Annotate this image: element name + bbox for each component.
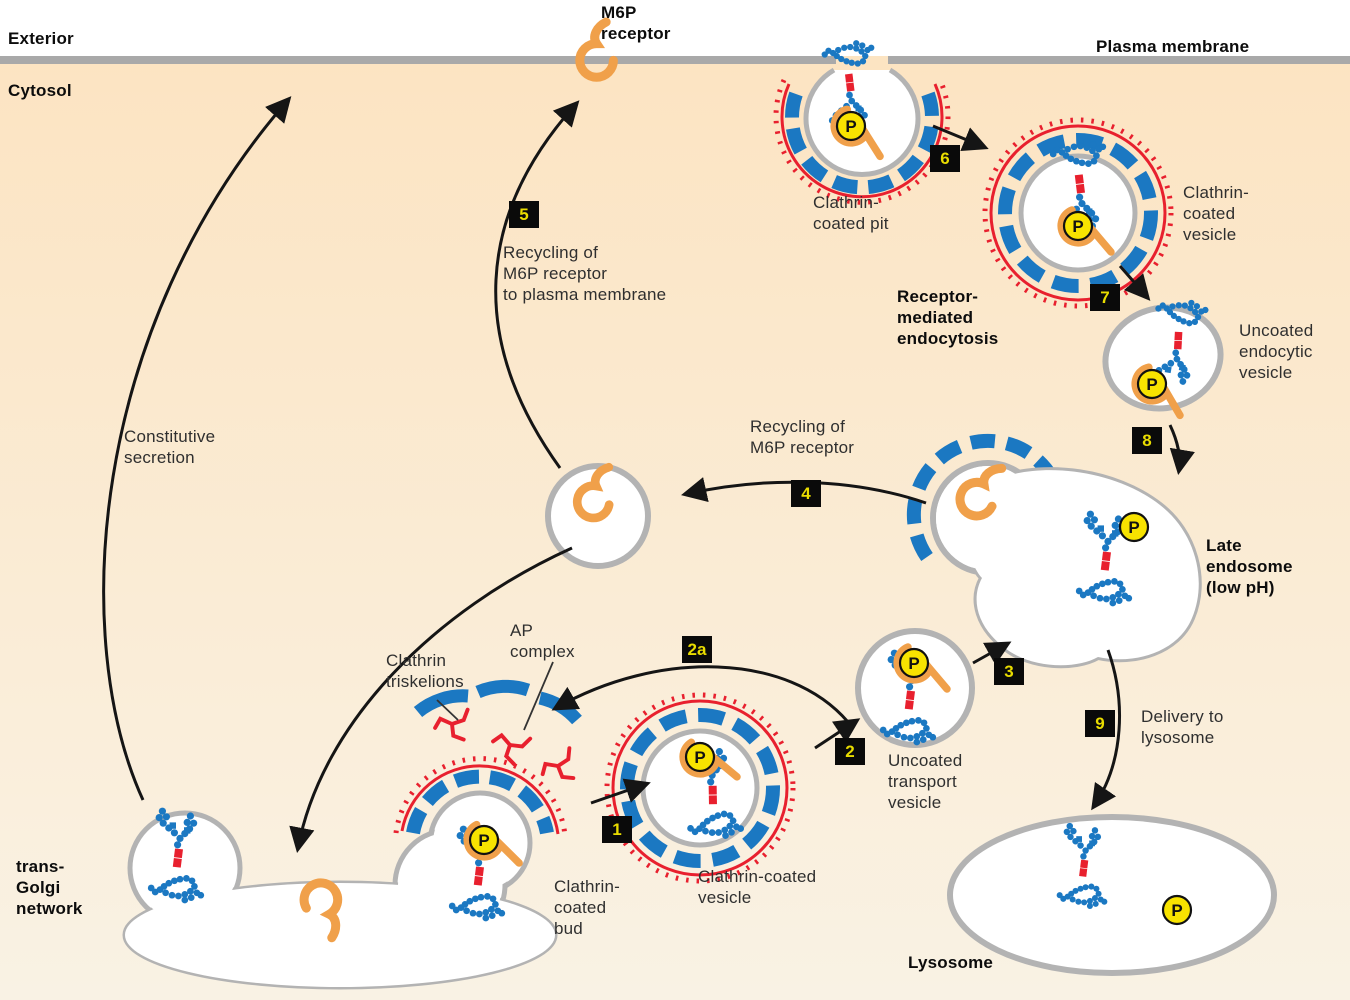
phosphate-icon [684, 741, 716, 773]
step-badge-3: 3 [994, 658, 1024, 685]
lysosome-organelle [947, 814, 1277, 976]
arrow-constitutive-secretion [102, 96, 292, 801]
recycling-vesicle [545, 463, 651, 569]
clathrin-coated-vesicle-bottom-label: Clathrin-coated vesicle [698, 867, 817, 907]
step-badge-5: 5 [509, 201, 539, 228]
step-badge-9: 9 [1085, 710, 1115, 737]
cytosol-label: Cytosol [8, 81, 72, 100]
trans-golgi-network-label: trans- Golgi network [16, 857, 83, 918]
clathrin-triskelions-label: Clathrin triskelions [386, 651, 464, 691]
uncoated-transport-vesicle [855, 628, 975, 748]
phosphate-label: P [478, 831, 489, 850]
step-badge-1: 1 [602, 816, 632, 843]
recycling-to-plasma-membrane-label: Recycling of M6P receptor to plasma memb… [503, 243, 667, 304]
phosphate-icon [1161, 894, 1193, 926]
constitutive-secretion-label: Constitutive secretion [124, 427, 216, 467]
exterior-label: Exterior [8, 29, 74, 48]
uncoated-endocytic-vesicle-label: Uncoated endocytic vesicle [1239, 321, 1314, 382]
arrow-step7 [1118, 265, 1151, 301]
phosphate-label: P [1128, 518, 1139, 537]
plasma-membrane-label: Plasma membrane [1096, 37, 1250, 56]
phosphate-icon [1136, 368, 1168, 400]
arrow-step2a [551, 665, 850, 723]
step-badge-2: 2 [835, 738, 865, 765]
pointer-ap-complex [523, 661, 554, 731]
late-endosome-label: Late endosome (low pH) [1206, 536, 1293, 597]
plasma-membrane-line [0, 56, 1350, 64]
phosphate-label: P [1072, 217, 1083, 236]
pathway-arrows [102, 96, 1195, 854]
step-badge-8: 8 [1132, 427, 1162, 454]
exterior-background [0, 0, 1350, 56]
phosphate-groups: P P P P P P P P [466, 108, 1193, 926]
receptor-mediated-endocytosis-label: Receptor- mediated endocytosis [897, 287, 999, 348]
ap-complex-segment-icon [475, 679, 531, 699]
arrow-step3 [972, 641, 1012, 666]
clathrin-coated-vesicle-top-label: Clathrin- coated vesicle [1183, 183, 1250, 244]
phosphate-label: P [1146, 375, 1157, 394]
m6p-receptor-label: M6P receptor [601, 3, 671, 43]
ap-complex-label: AP complex [510, 621, 575, 661]
phosphate-label: P [845, 117, 856, 136]
clathrin-coated-pit-label: Clathrin- coated pit [813, 193, 889, 233]
step-badge-4: 4 [791, 480, 821, 507]
arrow-step9 [1091, 649, 1121, 811]
phosphate-label: P [694, 748, 705, 767]
phosphate-icon [468, 824, 500, 856]
phosphate-label: P [1171, 901, 1182, 920]
arrow-step1 [590, 778, 651, 805]
arrow-receptor-to-golgi [289, 546, 573, 854]
uncoated-transport-vesicle-label: Uncoated transport vesicle [888, 751, 963, 812]
pointer-clathrin-triskelions [436, 699, 459, 721]
phosphate-icon [898, 647, 930, 679]
phosphate-icon [1062, 210, 1094, 242]
phosphate-icon [835, 110, 867, 142]
recycling-m6p-receptor-label: Recycling of M6P receptor [750, 417, 855, 457]
ap-complex-segment-icon [413, 689, 469, 718]
clathrin-coated-vesicle-bottom [604, 692, 796, 884]
lysosome-label: Lysosome [908, 953, 994, 972]
label-pointers [436, 661, 554, 731]
delivery-to-lysosome-label: Delivery to lysosome [1141, 707, 1224, 747]
arrow-step8 [1168, 424, 1195, 476]
clathrin-coated-bud-label: Clathrin- coated bud [554, 877, 621, 938]
step-badge-2a: 2a [682, 636, 712, 663]
arrow-step5 [494, 100, 580, 469]
step-badge-6: 6 [930, 145, 960, 172]
step-badge-7: 7 [1090, 284, 1120, 311]
arrow-step2 [814, 718, 861, 750]
arrow-step6 [932, 124, 989, 152]
phosphate-icon [1118, 511, 1150, 543]
ap-coat-arc-bud [406, 769, 554, 835]
ap-coat-arc-endosome [906, 433, 1059, 561]
phosphate-label: P [908, 654, 919, 673]
trans-golgi-network [122, 756, 568, 990]
